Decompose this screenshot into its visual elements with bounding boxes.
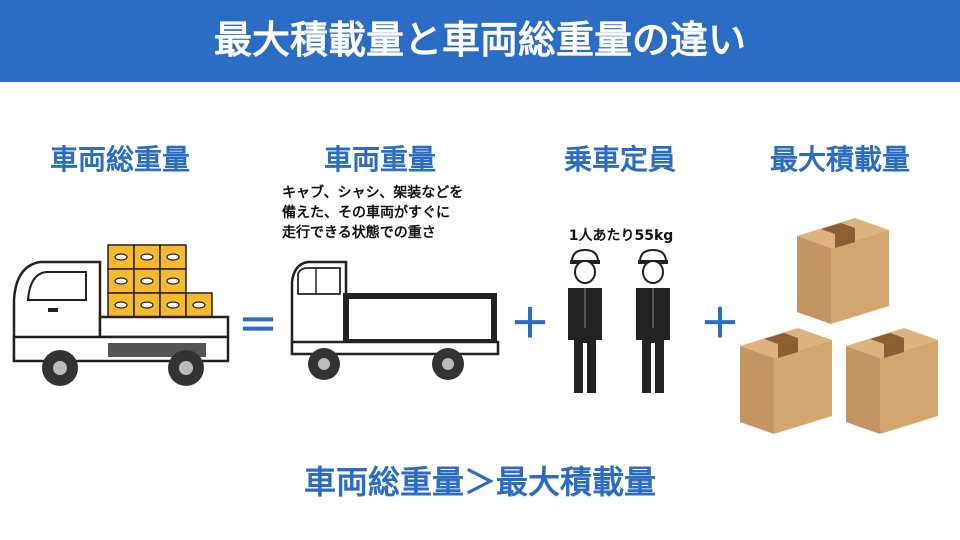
- worker-icon: [636, 248, 670, 393]
- empty-truck-icon: [290, 260, 500, 380]
- label-vehicle-weight: 車両重量: [323, 143, 436, 176]
- per-person-weight: 1人あたり55kg: [568, 228, 674, 244]
- loaded-truck-icon: [12, 244, 230, 386]
- desc-line-3: 走行できる状態での重さ: [282, 225, 436, 241]
- plus-sign-2: ＋: [700, 301, 740, 347]
- worker-icon: [568, 248, 602, 393]
- conclusion-text: 車両総重量＞最大積載量: [303, 463, 656, 501]
- cardboard-box-icon: [740, 328, 832, 434]
- vehicle-weight-description: キャブ、シャシ、架装などを 備えた、その車両がすぐに 走行できる状態での重さ: [282, 183, 502, 243]
- page-title: 最大積載量と車両総重量の違い: [213, 18, 746, 62]
- label-max-load: 最大積載量: [769, 143, 910, 176]
- equals-sign: ＝: [238, 303, 278, 349]
- desc-line-2: 備えた、その車両がすぐに: [282, 205, 450, 221]
- cardboard-box-icon: [797, 218, 889, 324]
- cardboard-box-icon: [846, 328, 938, 434]
- desc-line-1: キャブ、シャシ、架装などを: [282, 185, 464, 201]
- label-passenger-capacity: 乗車定員: [563, 143, 676, 176]
- plus-sign-1: ＋: [510, 301, 550, 347]
- label-gross-weight: 車両総重量: [49, 143, 190, 176]
- title-bar: [0, 0, 960, 82]
